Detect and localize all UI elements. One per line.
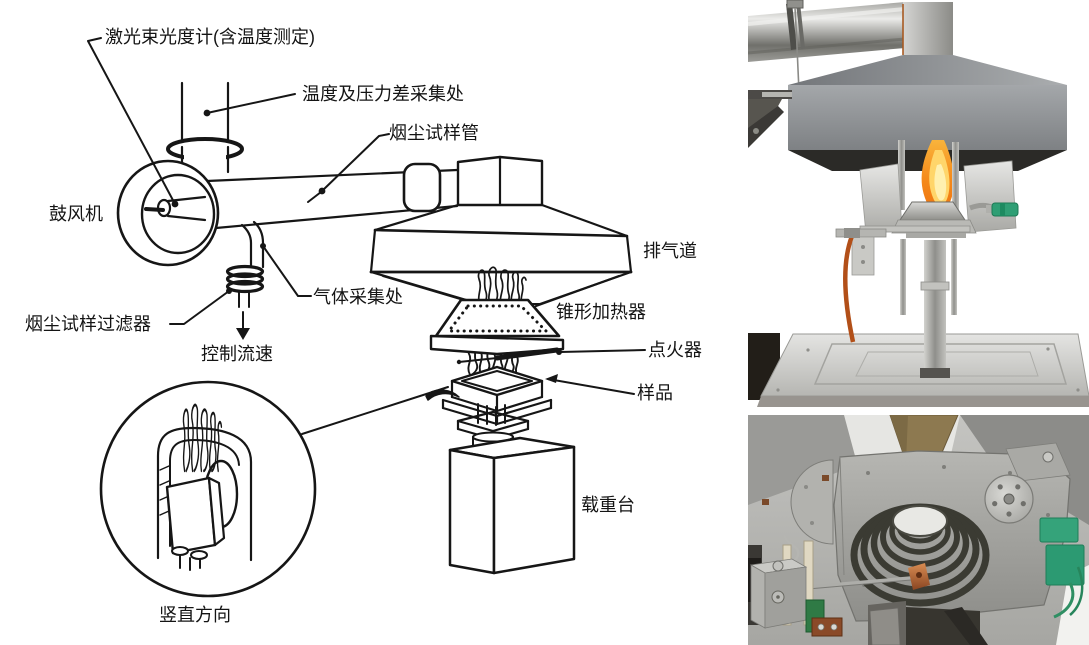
photo-cone-heater-flame-test xyxy=(748,0,1089,410)
label-load-platform: 载重台 xyxy=(581,495,635,515)
label-temp-pressure-tap: 温度及压力差采集处 xyxy=(302,84,464,104)
label-smoke-sample-tube: 烟尘试样管 xyxy=(389,123,479,143)
hood-support-bracket xyxy=(748,90,792,148)
label-vertical-orientation: 竖直方向 xyxy=(159,605,231,625)
label-exhaust-duct: 排气道 xyxy=(643,241,697,261)
orange-cable xyxy=(843,235,856,343)
label-laser-photometer: 激光束光度计(含温度测定) xyxy=(105,27,315,47)
support-column xyxy=(835,228,957,378)
vertical-orientation-detail-drawing xyxy=(99,380,317,598)
label-smoke-sample-filter: 烟尘试样过滤器 xyxy=(25,314,151,334)
sample-and-load-cell-drawing xyxy=(425,365,576,575)
cone-heater-photo xyxy=(859,140,1019,238)
leader-lines xyxy=(87,37,646,435)
weighing-table xyxy=(748,333,1089,400)
label-igniter: 点火器 xyxy=(648,340,702,360)
label-gas-sampling-point: 气体采集处 xyxy=(313,287,403,307)
smoke-duct-drawing xyxy=(205,162,459,230)
green-terminal-blocks xyxy=(1039,517,1085,619)
duct-pipe xyxy=(748,0,906,111)
smoke-sampling-line-drawing xyxy=(225,220,265,340)
schematic-line-art xyxy=(87,37,646,598)
label-cone-heater: 锥形加热器 xyxy=(556,302,646,322)
label-flow-control: 控制流速 xyxy=(201,344,273,364)
left-block-assembly xyxy=(749,558,843,637)
blower-drawing xyxy=(116,159,220,267)
cone-heater-drawing xyxy=(429,298,565,356)
label-sample: 样品 xyxy=(637,383,673,403)
flange-with-bolts xyxy=(984,474,1034,524)
label-blower: 鼓风机 xyxy=(49,204,103,224)
bottom-supports xyxy=(868,601,988,645)
spiral-heating-element xyxy=(850,503,990,607)
photo-cone-heater-spiral-element xyxy=(748,415,1089,645)
table-front-edge xyxy=(757,396,1089,407)
left-semicircle-disc xyxy=(762,459,834,545)
igniter-drawing xyxy=(456,347,560,365)
flame-photo xyxy=(921,140,955,212)
